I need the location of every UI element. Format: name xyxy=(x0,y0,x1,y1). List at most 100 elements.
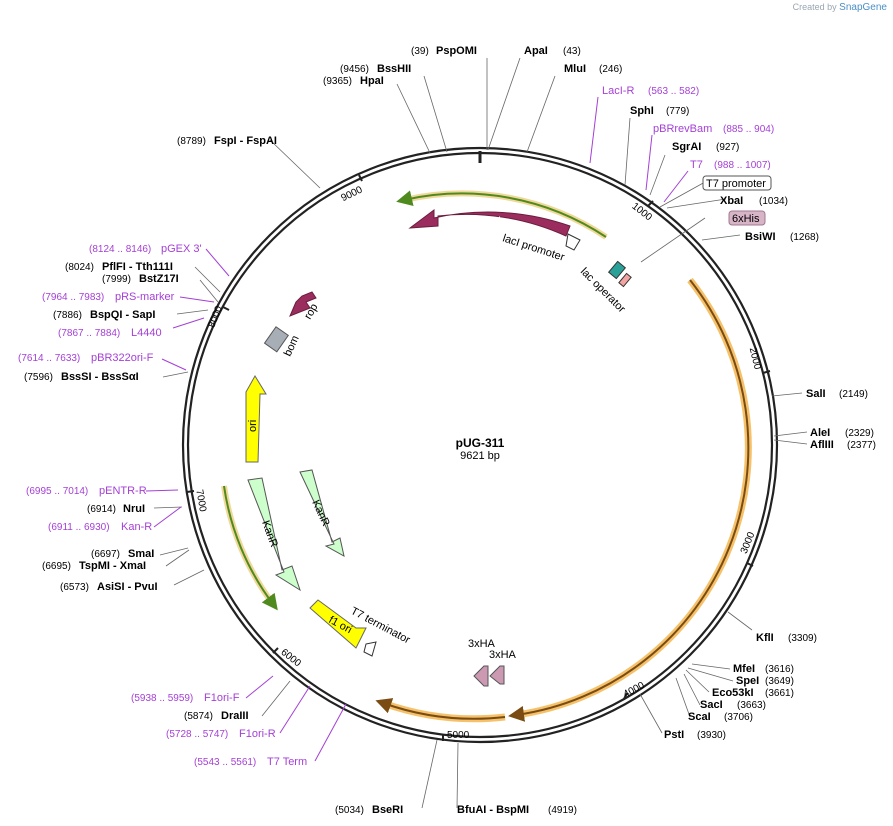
enzyme-name: FspI - FspAI xyxy=(214,135,277,147)
enzyme-pos: (2149) xyxy=(839,389,868,400)
enzyme-pos: (3706) xyxy=(724,712,753,723)
enzyme-pos: (3663) xyxy=(737,700,766,711)
tick-7000: 7000 xyxy=(193,489,208,513)
primer-labels: LacI-R (563 .. 582) pBRrevBam (885 .. 90… xyxy=(18,85,774,768)
primer-range: (7867 .. 7884) xyxy=(58,328,120,339)
enzyme-name: AleI xyxy=(810,427,830,439)
t7-promoter-label: T7 promoter xyxy=(706,178,766,190)
enzyme-name: HpaI xyxy=(360,75,384,87)
primer-range: (885 .. 904) xyxy=(723,124,774,135)
enzyme-name: DraIII xyxy=(221,710,249,722)
feature-label-3xha-1: 3xHA xyxy=(468,638,496,650)
feature-label-laci-promoter: lacI promoter xyxy=(501,232,566,263)
feature-kanr-1 xyxy=(247,477,301,592)
inner-features: lacI lacI promoter lac operator rop bom … xyxy=(245,209,632,687)
enzyme-name: SacI xyxy=(700,699,723,711)
enzyme-name: PflFI - Tth111I xyxy=(102,261,173,273)
feature-laci xyxy=(408,209,571,237)
enzyme-pos: (2329) xyxy=(845,428,874,439)
tick-2000: 2000 xyxy=(747,346,763,371)
feature-rop xyxy=(289,291,317,317)
primer-range: (563 .. 582) xyxy=(648,86,699,97)
enzyme-pos: (2377) xyxy=(847,440,876,451)
enzyme-pos: (43) xyxy=(563,46,581,57)
primer-name: T7 Term xyxy=(267,756,307,768)
enzyme-name: TspMI - XmaI xyxy=(79,560,146,572)
enzyme-name: BssHII xyxy=(377,63,411,75)
feature-f1-ori xyxy=(309,599,367,649)
enzyme-pos: (246) xyxy=(599,64,622,75)
created-by-label: Created by xyxy=(792,2,837,12)
enzyme-name: ApaI xyxy=(524,45,548,57)
primer-range: (7964 .. 7983) xyxy=(42,292,104,303)
feature-lac-operator xyxy=(607,260,627,280)
primer-range: (5543 .. 5561) xyxy=(194,757,256,768)
plasmid-length: 9621 bp xyxy=(460,450,500,462)
primer-range: (5728 .. 5747) xyxy=(166,729,228,740)
enzyme-pos: (5874) xyxy=(184,711,213,722)
enzyme-pos: (6573) xyxy=(60,582,89,593)
enzyme-name: BssSI - BssSαI xyxy=(61,371,139,383)
enzyme-pos: (3309) xyxy=(788,633,817,644)
enzyme-pos: (1268) xyxy=(790,232,819,243)
tick-8000: 8000 xyxy=(206,304,225,329)
enzyme-name: Eco53kI xyxy=(712,687,754,699)
primer-lines xyxy=(145,96,689,762)
6xhis-label: 6xHis xyxy=(732,213,760,225)
enzyme-name: BstZ17I xyxy=(139,273,179,285)
primer-name: L4440 xyxy=(131,327,162,339)
feature-label-3xha-2: 3xHA xyxy=(489,649,517,661)
feature-laci-promoter xyxy=(565,233,581,251)
primer-range: (6911 .. 6930) xyxy=(48,522,110,533)
tick-5000: 5000 xyxy=(447,730,470,741)
enzyme-pos: (3661) xyxy=(765,688,794,699)
feature-label-kanr-2: KanR xyxy=(309,498,332,528)
feature-arcs xyxy=(221,190,752,723)
enzyme-pos: (9365) xyxy=(323,76,352,87)
enzyme-pos: (8789) xyxy=(177,136,206,147)
enzyme-pos: (3649) xyxy=(765,676,794,687)
feature-ori xyxy=(245,375,267,463)
enzyme-name: PspOMI xyxy=(436,45,477,57)
orf-arc-right xyxy=(515,277,752,719)
enzyme-name: NruI xyxy=(123,503,145,515)
enzyme-pos: (8024) xyxy=(65,262,94,273)
enzyme-pos: (39) xyxy=(411,46,429,57)
backbone xyxy=(181,146,779,744)
enzyme-name: BsiWI xyxy=(745,231,776,243)
enzyme-pos: (1034) xyxy=(759,196,788,207)
enzyme-name: SalI xyxy=(806,388,826,400)
enzyme-name: SpeI xyxy=(736,675,759,687)
boxed-labels: T7 promoter 6xHis xyxy=(702,175,772,226)
enzyme-pos: (7596) xyxy=(24,372,53,383)
primer-name: pGEX 3' xyxy=(161,243,202,255)
plasmid-name: pUG-311 xyxy=(456,436,505,450)
enzyme-pos: (3930) xyxy=(697,730,726,741)
primer-name: LacI-R xyxy=(602,85,634,97)
primer-name: pRS-marker xyxy=(115,291,175,303)
leader-lines xyxy=(153,57,808,809)
enzyme-name: ScaI xyxy=(688,711,711,723)
t7-promoter-box xyxy=(702,175,772,191)
enzyme-name: SmaI xyxy=(128,548,154,560)
primer-range: (5938 .. 5959) xyxy=(131,693,193,704)
primer-name: T7 xyxy=(690,159,703,171)
enzyme-name: PstI xyxy=(664,729,684,741)
enzyme-pos: (779) xyxy=(666,106,689,117)
primer-name: pBRrevBam xyxy=(653,123,712,135)
enzyme-name: BfuAI - BspMI xyxy=(457,804,529,816)
enzyme-pos: (9456) xyxy=(340,64,369,75)
feature-label-kanr-1: KanR xyxy=(259,519,280,549)
feature-3xha-2 xyxy=(489,665,505,685)
enzyme-pos: (927) xyxy=(716,142,739,153)
enzyme-pos: (3616) xyxy=(765,664,794,675)
enzyme-pos: (5034) xyxy=(335,805,364,816)
enzyme-pos: (4919) xyxy=(548,805,577,816)
enzyme-labels: (39) PspOMI ApaI (43) (9456) BssHII MluI… xyxy=(24,45,876,816)
enzyme-pos: (6697) xyxy=(91,549,120,560)
tick-4000: 4000 xyxy=(622,680,647,700)
enzyme-name: XbaI xyxy=(720,195,743,207)
enzyme-name: BspQI - SapI xyxy=(90,309,155,321)
enzyme-name: MfeI xyxy=(733,663,755,675)
